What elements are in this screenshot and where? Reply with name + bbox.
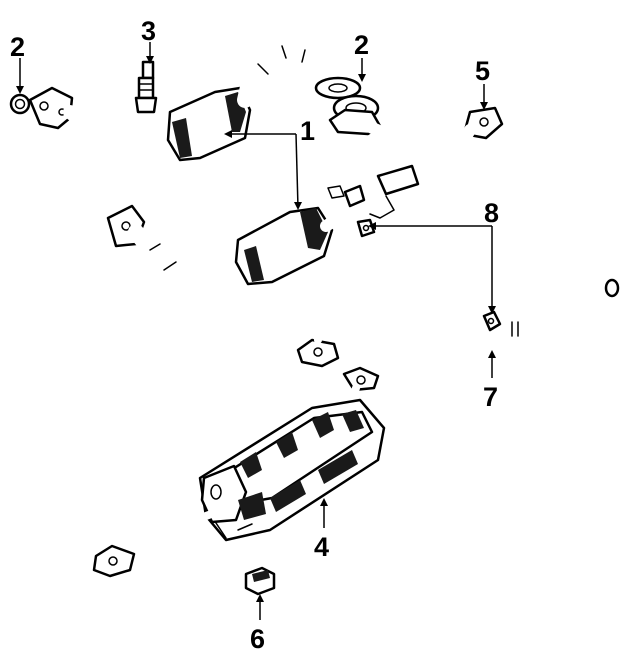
callout-1: 1 bbox=[300, 116, 315, 146]
callout-2-left: 2 bbox=[10, 32, 25, 62]
rubber-hanger bbox=[244, 566, 276, 596]
muffler bbox=[92, 366, 386, 578]
tail-pipe bbox=[296, 278, 620, 368]
leader-lines bbox=[16, 42, 496, 620]
callout-5: 5 bbox=[475, 56, 490, 86]
callouts: 2 3 2 5 1 8 7 4 6 bbox=[10, 16, 499, 654]
callout-7: 7 bbox=[483, 382, 498, 412]
front-pipe-right bbox=[328, 106, 504, 146]
callout-2-right: 2 bbox=[354, 30, 369, 60]
callout-4: 4 bbox=[314, 532, 329, 562]
hanger-lower bbox=[482, 310, 502, 332]
callout-3: 3 bbox=[141, 16, 156, 46]
callout-8: 8 bbox=[484, 198, 499, 228]
hanger-upper bbox=[356, 218, 376, 238]
callout-6: 6 bbox=[250, 624, 265, 654]
front-pipe-upper bbox=[28, 40, 348, 165]
gasket-left bbox=[9, 93, 31, 115]
catalytic-converter-lower bbox=[106, 124, 476, 300]
oxygen-sensor bbox=[134, 60, 158, 114]
